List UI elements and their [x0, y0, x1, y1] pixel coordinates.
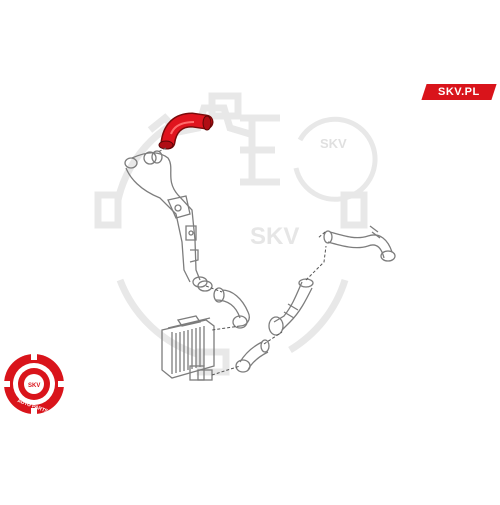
seal-skv-text: SKV — [28, 383, 40, 389]
intercooler[interactable] — [161, 315, 215, 381]
watermark-skv-large: SKV — [250, 223, 299, 250]
intercooler-outlet-hose[interactable] — [235, 339, 270, 373]
skv-auto-parts-seal: SKV AUTO PARTS — [4, 354, 64, 415]
brand-badge-label: SKV.PL — [438, 86, 480, 98]
watermark-gear-logo — [94, 92, 378, 376]
intercooler-pipe-assembly[interactable] — [124, 150, 213, 292]
turbo-hose-red[interactable] — [158, 112, 214, 150]
assembly-dashed-lines — [205, 231, 327, 376]
skv-brand-badge[interactable]: SKV.PL — [421, 84, 497, 100]
watermark-skv-small: SKV — [320, 136, 347, 151]
charge-air-hose-middle[interactable] — [268, 278, 314, 336]
upper-right-hose[interactable] — [323, 225, 396, 262]
small-connecting-hose[interactable] — [213, 287, 250, 329]
